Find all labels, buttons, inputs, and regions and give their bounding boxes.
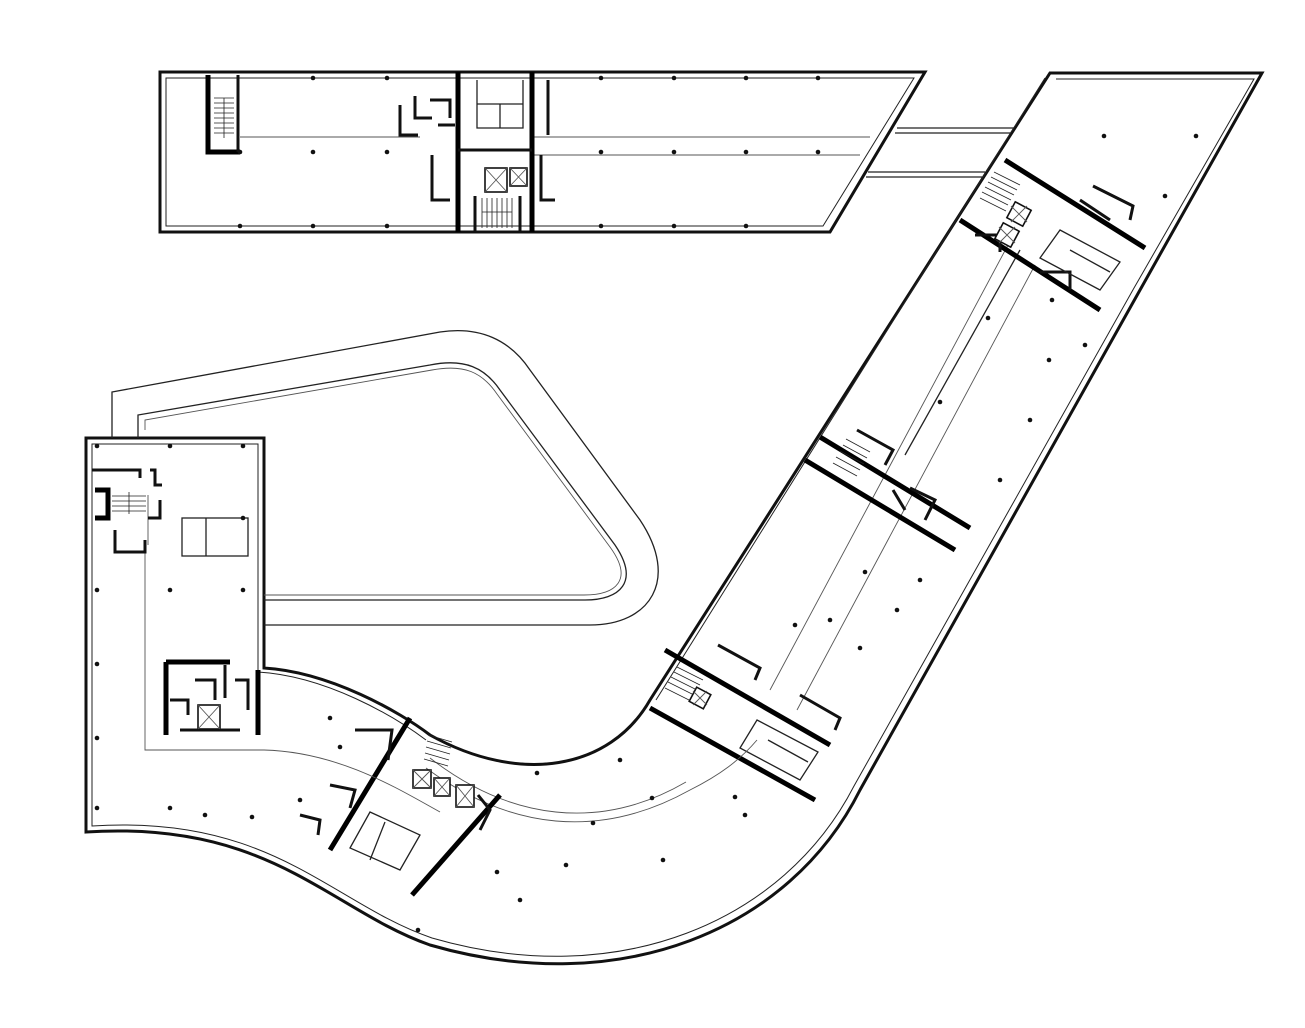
connecting-bridge [866,127,1015,178]
curved-wing [202,715,758,933]
south-core [648,643,842,803]
west-south-core [163,659,261,735]
west-block [92,443,441,813]
middle-core [803,428,972,553]
courtyard-ramp [111,330,659,626]
upper-block [158,70,928,234]
diagonal-columns [792,133,1199,651]
west-north-core [92,468,162,554]
main-building-outline [84,71,1265,966]
upper-west-stair [205,75,240,155]
upper-columns [237,75,821,229]
west-room [181,517,249,557]
curved-columns [202,715,748,933]
north-core [958,157,1147,313]
diagonal-wing [648,133,1199,803]
upper-central-core [398,72,555,232]
curved-core [299,716,502,897]
west-columns [94,443,246,811]
